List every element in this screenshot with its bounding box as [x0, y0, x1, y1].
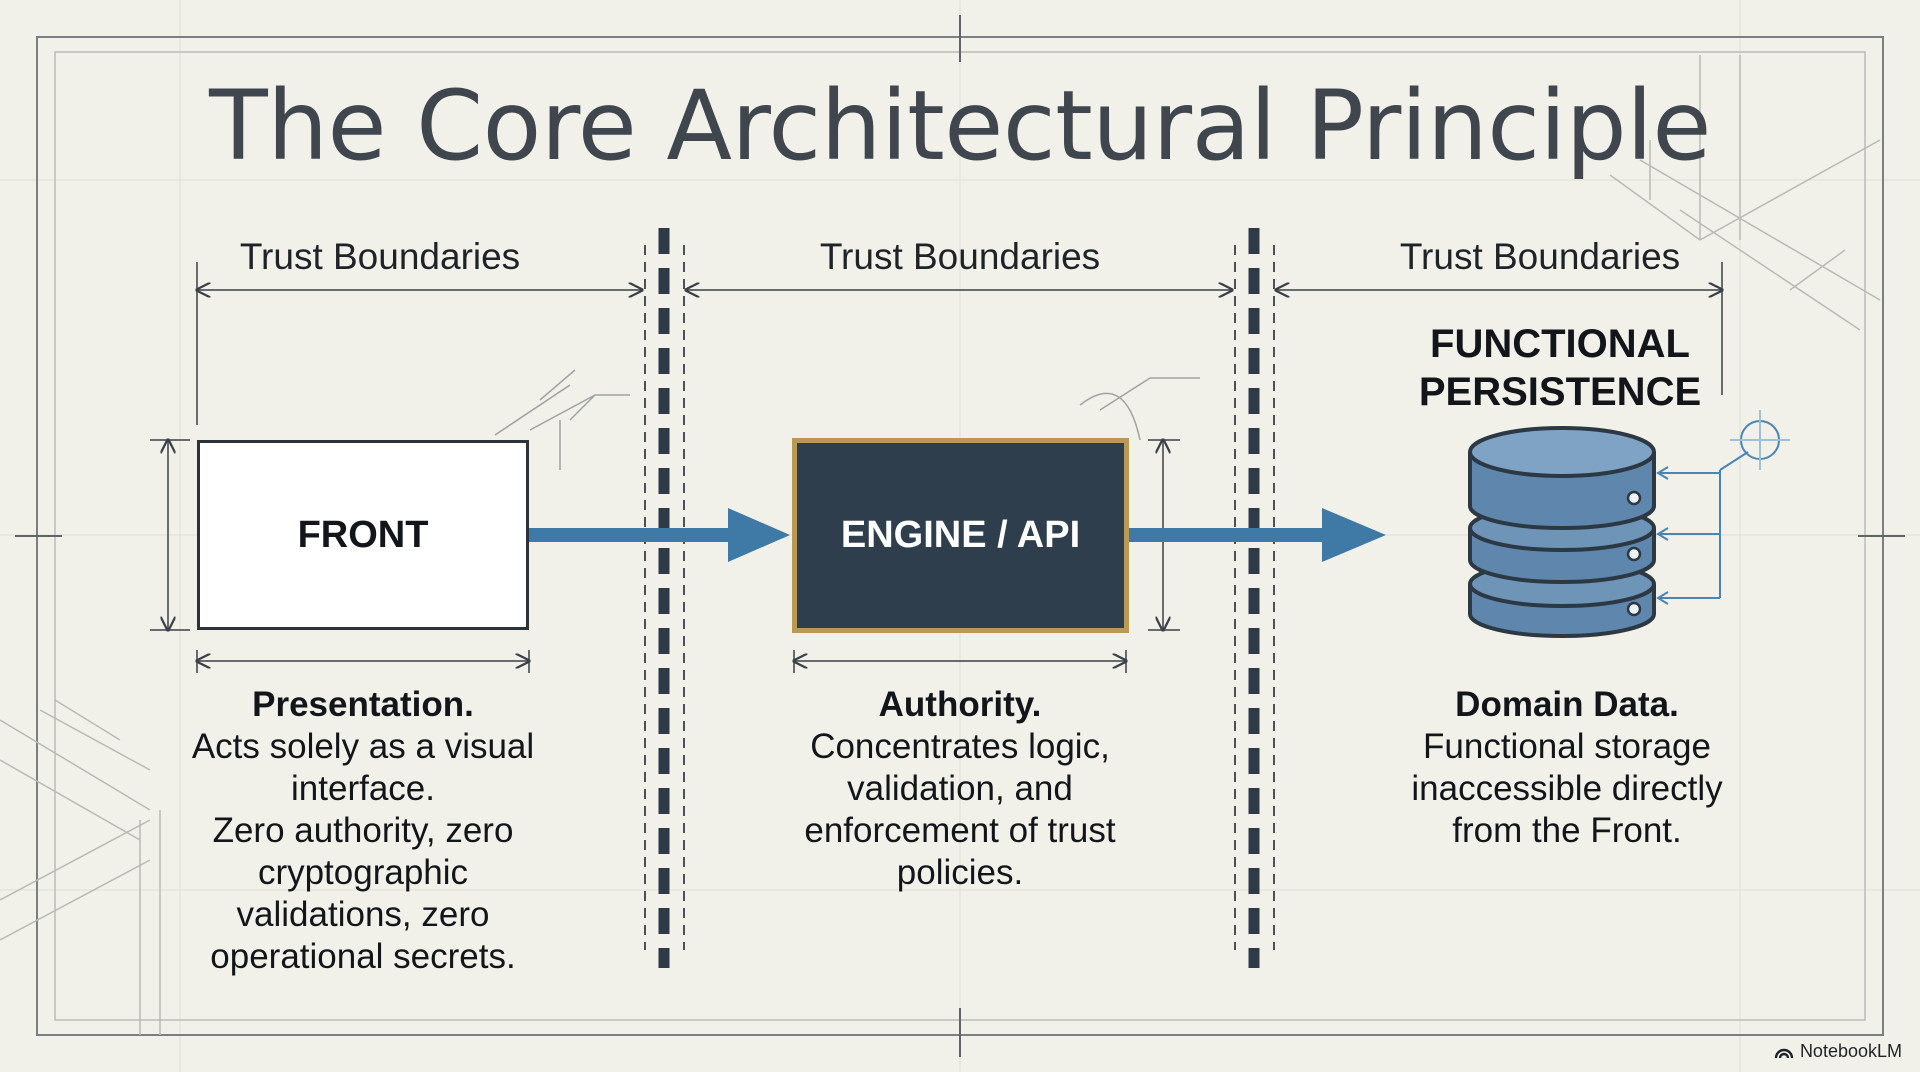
front-description-line: operational secrets. [210, 937, 516, 976]
persistence-description: Domain Data. Functional storage inaccess… [1347, 684, 1787, 852]
engine-description: Authority. Concentrates logic, validatio… [740, 684, 1180, 894]
persistence-description-line: inaccessible directly [1411, 769, 1723, 808]
brand-label: NotebookLM [1799, 1041, 1902, 1061]
flow-arrow-engine-to-persistence [1129, 508, 1386, 562]
engine-description-title: Authority. [878, 685, 1042, 724]
front-description-line: Acts solely as a visual [191, 727, 535, 766]
persistence-description-line: from the Front. [1452, 811, 1682, 850]
trust-boundary-label-left: Trust Boundaries [239, 236, 521, 277]
front-description-line: Zero authority, zero [212, 811, 514, 850]
page-title: The Core Architectural Principle [209, 70, 1711, 182]
front-description-title: Presentation. [252, 685, 474, 724]
notebooklm-brand: NotebookLM [1774, 1041, 1902, 1062]
front-description-line: interface. [291, 769, 435, 808]
front-description-line: validations, zero [236, 895, 490, 934]
engine-api-box: ENGINE / API [792, 438, 1129, 633]
trust-boundary-label-right: Trust Boundaries [1399, 236, 1681, 277]
engine-description-line: Concentrates logic, [810, 727, 1110, 766]
engine-description-line: policies. [896, 853, 1024, 892]
engine-api-label: ENGINE / API [840, 514, 1081, 556]
notebooklm-logo-icon [1774, 1048, 1794, 1058]
front-description: Presentation. Acts solely as a visual in… [143, 684, 583, 978]
front-description-line: cryptographic [257, 853, 469, 892]
persistence-title-line2: PERSISTENCE [1418, 370, 1702, 414]
persistence-title-line1: FUNCTIONAL [1430, 322, 1690, 366]
persistence-title: FUNCTIONAL PERSISTENCE [1400, 320, 1720, 416]
persistence-description-title: Domain Data. [1455, 685, 1679, 724]
engine-description-line: enforcement of trust [804, 811, 1116, 850]
trust-boundary-line-1 [644, 228, 685, 968]
flow-arrow-front-to-engine [529, 508, 790, 562]
engine-description-line: validation, and [847, 769, 1073, 808]
front-label: FRONT [297, 513, 429, 556]
database-icon [1468, 426, 1656, 638]
front-box: FRONT [197, 440, 529, 630]
trust-boundary-line-2 [1234, 228, 1275, 968]
persistence-description-line: Functional storage [1423, 727, 1711, 766]
trust-boundary-label-center: Trust Boundaries [819, 236, 1101, 277]
